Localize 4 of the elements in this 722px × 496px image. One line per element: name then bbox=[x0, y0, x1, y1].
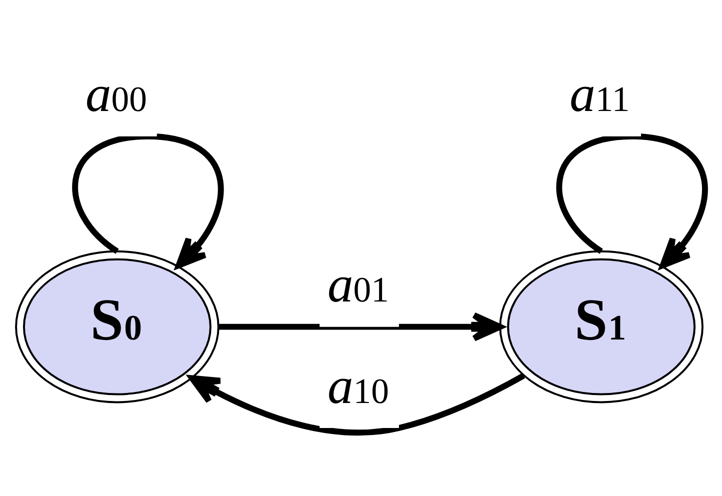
edge-label: a01 bbox=[328, 256, 390, 314]
edge-label: a00 bbox=[85, 66, 147, 124]
edge-label: a11 bbox=[570, 66, 630, 124]
edge-label: a10 bbox=[328, 358, 390, 415]
